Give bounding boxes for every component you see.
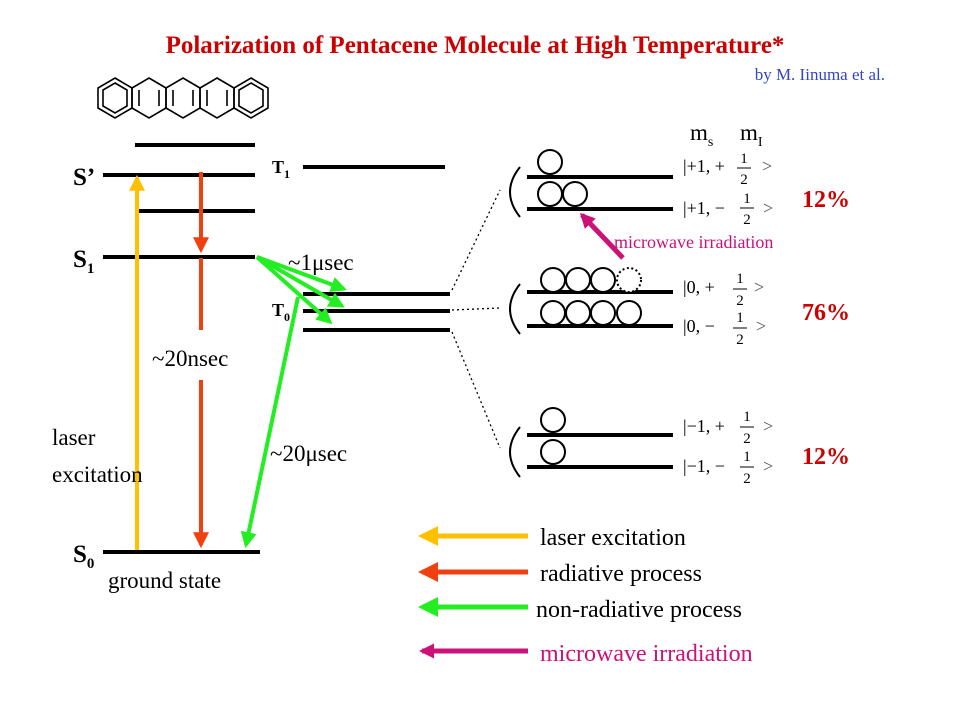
- svg-text:2: 2: [743, 471, 751, 487]
- svg-text:2: 2: [736, 293, 744, 309]
- legend-laser-label: laser excitation: [540, 525, 686, 551]
- ms-label: ms: [690, 120, 713, 150]
- ket-plus1-minus: |+1, − 1 2 >: [683, 191, 773, 228]
- svg-text:1: 1: [740, 151, 748, 167]
- population-circle: [537, 149, 563, 175]
- svg-text:|0, +: |0, +: [683, 277, 715, 297]
- ket-zero-minus: |0, − 1 2 >: [683, 310, 766, 348]
- population-percent-minus1: 12%: [802, 444, 850, 470]
- population-percent-plus1: 12%: [802, 187, 850, 213]
- svg-text:|+1, +: |+1, +: [683, 156, 725, 176]
- isc-arrow-2: [256, 255, 345, 308]
- population-circle: [540, 439, 566, 465]
- population-circle: [565, 267, 591, 293]
- t0-label: T0: [272, 300, 290, 324]
- legend-radiative-label: radiative process: [540, 561, 702, 587]
- svg-text:1: 1: [743, 449, 751, 465]
- svg-text:|−1, +: |−1, +: [683, 416, 725, 436]
- svg-text:2: 2: [743, 212, 751, 228]
- svg-text:1: 1: [743, 409, 751, 425]
- mi-label: mI: [740, 120, 763, 150]
- ket-minus1-minus: |−1, − 1 2 >: [683, 449, 773, 487]
- population-circle: [616, 300, 642, 326]
- legend-nonradiative-label: non-radiative process: [536, 597, 742, 623]
- legend-microwave-label: microwave irradiation: [540, 641, 753, 667]
- slide-title: Polarization of Pentacene Molecule at Hi…: [166, 32, 785, 59]
- expansion-line-top: [451, 189, 501, 291]
- ket-zero-plus: |0, + 1 2 >: [683, 271, 764, 309]
- isc-arrow-1: [256, 255, 348, 293]
- svg-text:>: >: [763, 416, 773, 436]
- svg-text:|−1, −: |−1, −: [683, 456, 725, 476]
- ket-plus1-plus: |+1, + 1 2 >: [683, 151, 772, 188]
- svg-text:>: >: [756, 316, 766, 336]
- population-percent-zero: 76%: [802, 300, 850, 326]
- svg-text:1: 1: [736, 271, 744, 287]
- s1-label: S1: [73, 246, 94, 277]
- radiative-time-label: ~20nsec: [152, 346, 228, 371]
- svg-text:>: >: [763, 198, 773, 218]
- population-circle: [540, 407, 566, 433]
- t1-label: T1: [272, 157, 290, 181]
- bracket-plus-one: [509, 166, 521, 218]
- expansion-line-middle: [451, 307, 501, 311]
- laser-excitation-label-line2: excitation: [52, 462, 143, 487]
- microwave-label: microwave irradiation: [614, 232, 773, 252]
- population-circle-pumped: [616, 267, 642, 293]
- population-circle: [562, 181, 588, 207]
- ket-minus1-plus: |−1, + 1 2 >: [683, 409, 773, 447]
- bracket-zero: [509, 283, 521, 335]
- svg-text:>: >: [762, 156, 772, 176]
- population-circle: [590, 300, 616, 326]
- svg-text:|+1, −: |+1, −: [683, 198, 725, 218]
- svg-text:>: >: [754, 277, 764, 297]
- s-prime-label: S’: [73, 164, 95, 191]
- population-circle: [565, 300, 591, 326]
- legend: laser excitation radiative process non-r…: [418, 525, 753, 667]
- population-circle: [540, 300, 566, 326]
- svg-text:2: 2: [736, 332, 744, 348]
- svg-text:1: 1: [743, 191, 751, 207]
- svg-text:|0, −: |0, −: [683, 316, 715, 336]
- population-circles: [537, 149, 642, 465]
- population-circle: [537, 181, 563, 207]
- triplet-decay-arrow: [240, 296, 300, 549]
- svg-text:2: 2: [743, 431, 751, 447]
- svg-text:2: 2: [740, 172, 748, 188]
- population-circle: [590, 267, 616, 293]
- ground-state-label: ground state: [108, 568, 221, 593]
- microwave-arrow: [579, 212, 625, 260]
- population-circle: [540, 267, 566, 293]
- bracket-minus-one: [509, 426, 521, 478]
- s0-label: S0: [73, 541, 94, 572]
- pentacene-molecule-icon: [97, 77, 269, 119]
- byline: by M. Iinuma et al.: [755, 65, 885, 84]
- svg-text:>: >: [763, 456, 773, 476]
- triplet-decay-time-label: ~20μsec: [270, 441, 347, 466]
- isc-time-label: ~1μsec: [288, 250, 354, 275]
- isc-arrow-3: [255, 255, 333, 325]
- expansion-line-bottom: [451, 331, 501, 449]
- laser-excitation-label-line1: laser: [52, 425, 96, 450]
- svg-text:1: 1: [736, 310, 744, 326]
